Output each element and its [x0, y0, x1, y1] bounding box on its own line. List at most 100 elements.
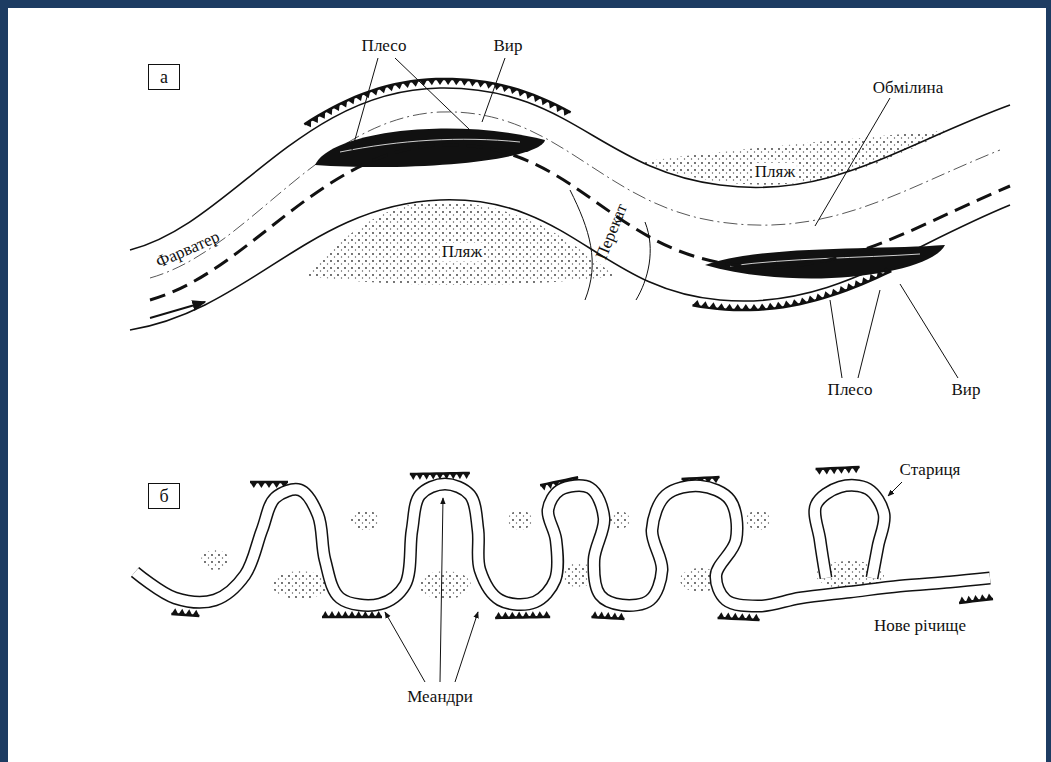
- erosion-tooth: [463, 473, 470, 479]
- erosion-tooth: [419, 80, 427, 86]
- erosion-tooth: [966, 596, 973, 602]
- erosion-tooth: [461, 79, 469, 85]
- panel-letter-box: б: [148, 483, 180, 509]
- erosion-tooth: [371, 89, 379, 96]
- erosion-tooth: [403, 81, 411, 88]
- erosion-tooth: [536, 611, 543, 617]
- erosion-tooth: [258, 482, 266, 488]
- erosion-tooth: [518, 89, 526, 96]
- shoal-line: [150, 112, 1000, 278]
- erosion-bank: [304, 79, 570, 124]
- erosion-tooth: [469, 80, 477, 86]
- erosion-tooth: [411, 80, 419, 86]
- panel-letter-box: а: [148, 64, 180, 90]
- erosion-tooth: [318, 112, 325, 119]
- leader-lines: [352, 58, 958, 378]
- erosion-tooth: [869, 274, 876, 281]
- erosion-tooth: [611, 612, 618, 618]
- erosion-tooth: [556, 105, 563, 112]
- erosion-tooth: [347, 97, 354, 104]
- erosion-tooth: [816, 469, 823, 475]
- erosion-tooth: [862, 277, 869, 284]
- erosion-tooth: [979, 594, 986, 600]
- erosion-tooth: [739, 613, 746, 619]
- erosion-tooth: [742, 304, 750, 310]
- erosion-tooth: [509, 612, 516, 618]
- part-label: Нове річище: [872, 617, 968, 636]
- erosion-tooth: [718, 612, 725, 618]
- erosion-tooth: [823, 468, 830, 474]
- erosion-tooth: [375, 611, 382, 617]
- erosion-tooth: [410, 474, 417, 480]
- part-label: Стариця: [898, 461, 963, 480]
- erosion-tooth: [335, 611, 342, 617]
- part-label: Плесо: [360, 37, 409, 56]
- erosion-tooth: [709, 302, 717, 308]
- erosion-tooth: [355, 611, 362, 617]
- beach: [305, 202, 615, 285]
- part-label: Пляж: [753, 163, 797, 182]
- white-panel: [8, 8, 1046, 762]
- erosion-tooth: [725, 304, 733, 310]
- erosion-tooth: [349, 611, 356, 617]
- point-bars: [201, 510, 884, 599]
- pool: [315, 128, 545, 167]
- erosion-tooth: [452, 79, 460, 85]
- erosion-tooth: [852, 467, 859, 473]
- erosion-tooth: [322, 611, 329, 617]
- riffle-line: [636, 222, 650, 300]
- river-bank: [130, 200, 1010, 330]
- erosion-tooth: [523, 611, 530, 617]
- erosion-tooth: [428, 79, 436, 85]
- erosion-tooth: [457, 473, 464, 479]
- erosion-tooth: [485, 82, 493, 89]
- erosion-tooth: [369, 611, 376, 617]
- part-label: Пляж: [440, 243, 484, 262]
- erosion-tooth: [333, 104, 340, 111]
- erosion-tooth: [534, 95, 541, 102]
- erosion-tooth: [304, 120, 311, 127]
- erosion-tooth: [767, 303, 775, 309]
- erosion-tooth: [758, 303, 766, 309]
- panel-letter: а: [160, 68, 168, 86]
- erosion-tooth: [395, 83, 403, 90]
- erosion-tooth: [807, 296, 815, 303]
- erosion-tooth: [325, 108, 332, 115]
- erosion-tooth: [791, 299, 799, 306]
- erosion-tooth: [986, 593, 993, 599]
- erosion-tooth: [387, 84, 395, 91]
- erosion-tooth: [701, 301, 709, 308]
- erosion-tooth: [799, 297, 807, 304]
- erosion-tooth: [549, 101, 556, 108]
- erosion-tooth: [250, 482, 258, 488]
- erosion-tooth: [598, 612, 605, 618]
- erosion-tooth: [342, 611, 349, 617]
- erosion-marks: [171, 79, 993, 620]
- erosion-tooth: [823, 291, 831, 298]
- river-channel: [135, 484, 990, 606]
- panel-letter: б: [159, 487, 168, 505]
- erosion-tooth: [838, 468, 845, 474]
- erosion-tooth: [564, 109, 571, 116]
- part-label: Плесо: [826, 381, 875, 400]
- channel-outline: [135, 484, 990, 606]
- erosion-tooth: [775, 302, 783, 308]
- part-label: Меандри: [405, 688, 475, 707]
- erosion-tooth: [753, 614, 760, 620]
- erosion-tooth: [363, 91, 371, 98]
- erosion-tooth: [510, 87, 518, 94]
- erosion-tooth: [178, 609, 185, 615]
- flow-arrow: [150, 302, 205, 318]
- channel-water: [135, 484, 990, 606]
- erosion-tooth: [516, 612, 523, 618]
- erosion-tooth: [717, 303, 725, 309]
- erosion-bank: [693, 271, 892, 310]
- erosion-tooth: [725, 612, 732, 618]
- erosion-tooth: [265, 482, 273, 488]
- river-bank: [130, 88, 1010, 250]
- erosion-tooth: [884, 267, 891, 274]
- erosion-tooth: [477, 81, 485, 87]
- beach: [640, 130, 950, 185]
- erosion-tooth: [546, 483, 552, 490]
- erosion-tooth: [877, 271, 884, 278]
